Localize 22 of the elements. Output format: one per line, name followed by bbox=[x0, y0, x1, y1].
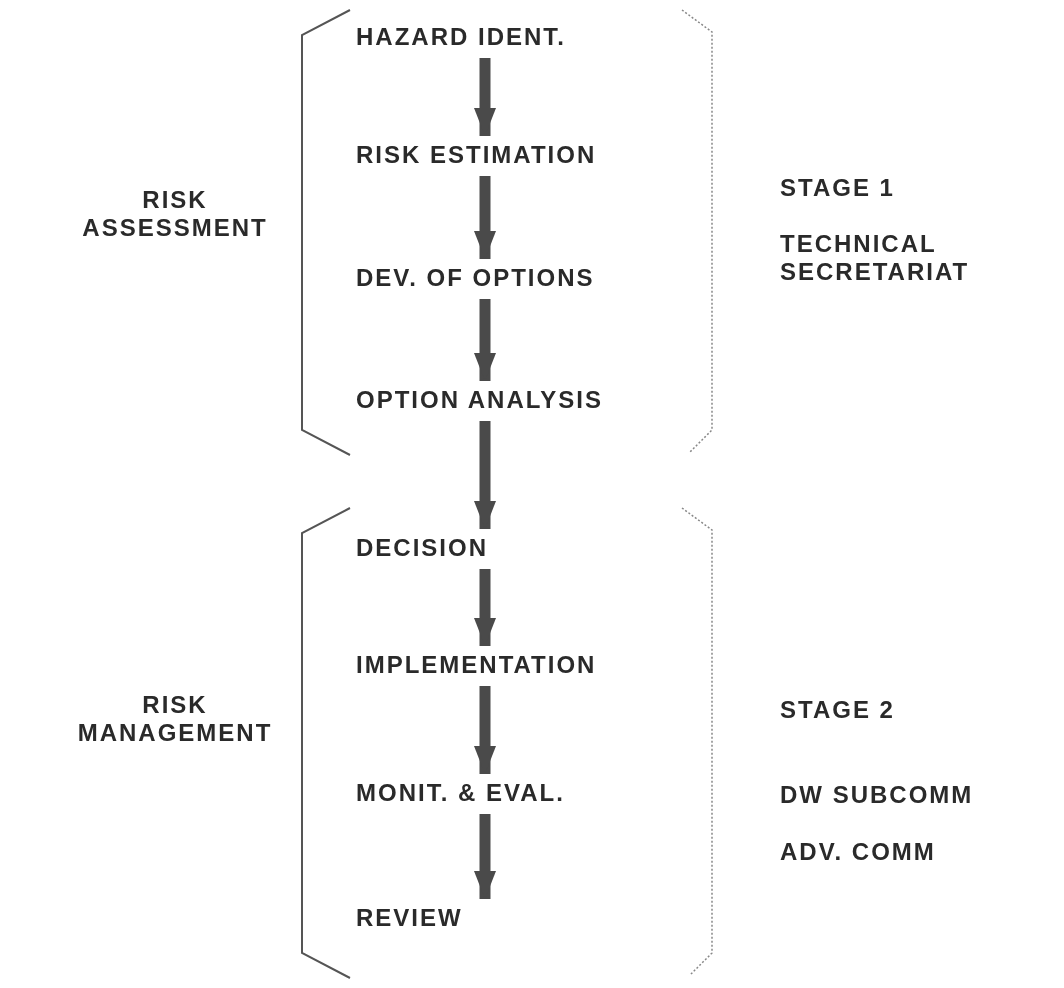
step-label: DEV. OF OPTIONS bbox=[356, 264, 595, 291]
step-label: MONIT. & EVAL. bbox=[356, 779, 565, 806]
step-label: OPTION ANALYSIS bbox=[356, 386, 603, 413]
arrow bbox=[474, 421, 496, 529]
arrow bbox=[474, 686, 496, 774]
side-label: DW SUBCOMM bbox=[780, 781, 975, 809]
side-label: STAGE 2 bbox=[780, 696, 896, 724]
arrow bbox=[474, 58, 496, 136]
side-label: RISK MANAGEMENT bbox=[76, 691, 274, 747]
side-label: STAGE 1 bbox=[780, 174, 896, 202]
arrow bbox=[474, 569, 496, 646]
step-label: HAZARD IDENT. bbox=[356, 23, 566, 50]
step-label: IMPLEMENTATION bbox=[356, 651, 597, 678]
arrow bbox=[474, 299, 496, 381]
step-label: RISK ESTIMATION bbox=[356, 141, 597, 168]
side-label: ADV. COMM bbox=[780, 838, 937, 866]
arrow bbox=[474, 814, 496, 899]
step-label: REVIEW bbox=[356, 904, 463, 931]
side-label: TECHNICAL SECRETARIAT bbox=[780, 230, 971, 286]
side-label: RISK ASSESSMENT bbox=[81, 186, 269, 242]
step-label: DECISION bbox=[356, 534, 488, 561]
arrow bbox=[474, 176, 496, 259]
